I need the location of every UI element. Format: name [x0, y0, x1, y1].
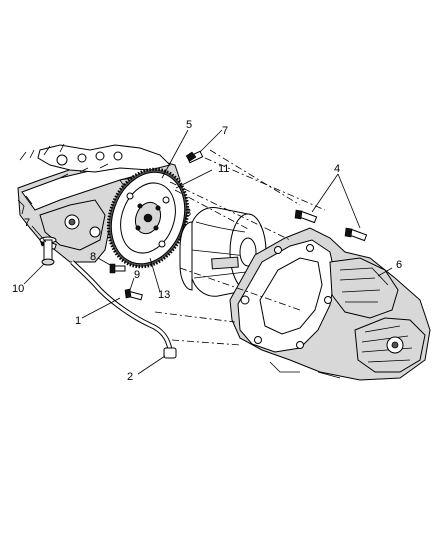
callout-7-left: 7 [24, 217, 30, 229]
callout-6: 6 [396, 259, 402, 271]
dipstick-plug-icon [39, 236, 57, 266]
callout-8: 8 [90, 251, 96, 263]
callout-13: 13 [158, 289, 170, 301]
callout-2: 2 [127, 371, 133, 383]
stud-icon [294, 209, 368, 242]
dipstick-tube-icon [70, 260, 177, 359]
callout-5: 5 [186, 119, 192, 131]
callout-7-right: 7 [222, 125, 228, 137]
callout-11: 11 [218, 163, 229, 175]
callout-4: 4 [334, 163, 340, 175]
alignment-lines [154, 149, 326, 346]
callout-9: 9 [134, 269, 140, 281]
callout-1: 1 [75, 315, 81, 327]
callout-labels: 1 2 3 4 5 6 7 7 8 9 10 11 13 [12, 119, 402, 383]
transmission-case-icon [229, 227, 431, 381]
callout-3: 3 [185, 207, 191, 219]
flexplate-icon [106, 167, 190, 269]
callout-10: 10 [12, 283, 24, 295]
leader-lines [23, 129, 393, 375]
